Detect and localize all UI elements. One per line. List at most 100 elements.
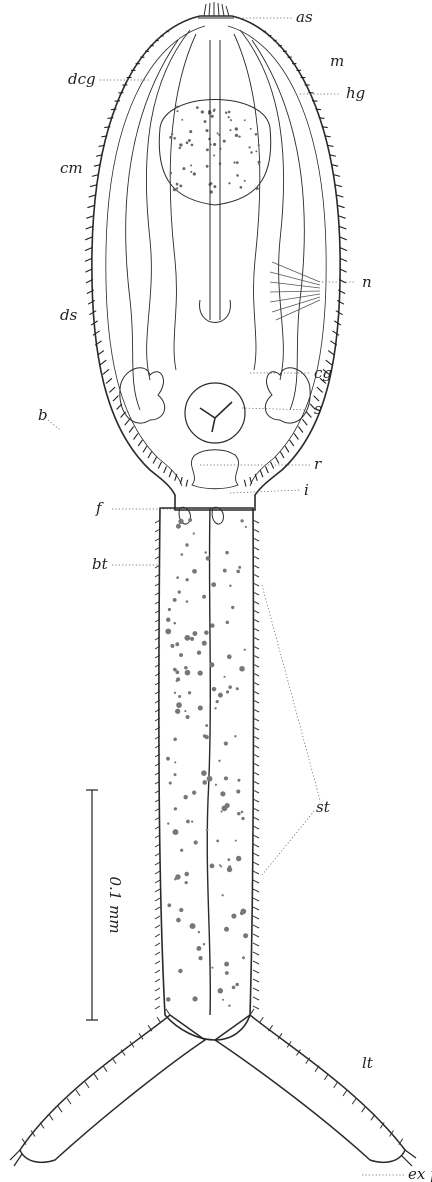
cell-nucleus <box>198 705 203 710</box>
cell-nucleus <box>198 956 202 960</box>
spine <box>155 916 160 919</box>
cell-nucleus <box>167 822 169 824</box>
cell-nucleus <box>204 551 206 553</box>
spine <box>88 300 95 304</box>
cell-nucleus <box>176 187 178 189</box>
spine <box>253 916 259 919</box>
spine <box>315 109 321 110</box>
cell-nucleus <box>205 129 208 132</box>
spine <box>155 970 160 973</box>
spine <box>155 880 160 883</box>
spine <box>186 480 188 487</box>
cell-nucleus <box>191 820 193 822</box>
cell-nucleus <box>211 582 216 587</box>
cell-nucleus <box>225 803 230 808</box>
cell-nucleus <box>185 881 188 884</box>
cell-nucleus <box>216 840 219 843</box>
spine <box>253 997 259 1000</box>
cell-nucleus <box>209 662 214 667</box>
spine <box>253 961 259 964</box>
spine <box>155 40 158 41</box>
spine <box>100 360 106 365</box>
cell-nucleus <box>198 670 203 675</box>
spine <box>337 195 344 197</box>
cell-nucleus <box>226 690 229 693</box>
spine <box>155 988 160 991</box>
cell-nucleus <box>232 986 236 990</box>
spine <box>280 452 284 458</box>
spine <box>155 997 160 1000</box>
cell-nucleus <box>190 164 192 166</box>
spine <box>306 412 311 418</box>
spine <box>371 1114 375 1120</box>
cell-nucleus <box>186 141 189 144</box>
cell-nucleus <box>244 180 246 182</box>
label-s: s <box>314 400 322 418</box>
spine <box>302 419 307 425</box>
cell-nucleus <box>183 795 187 799</box>
cell-nucleus <box>237 812 241 816</box>
spine <box>319 118 325 119</box>
spine <box>253 988 259 991</box>
cell-nucleus <box>176 576 179 579</box>
cell-nucleus <box>236 570 240 574</box>
spine <box>253 844 259 847</box>
spine <box>253 898 259 901</box>
cell-nucleus <box>189 130 192 133</box>
cell-nucleus <box>202 641 207 646</box>
cell-nucleus <box>181 119 183 121</box>
spine <box>340 258 347 261</box>
cell-nucleus <box>202 780 207 785</box>
label-bt: bt <box>92 555 109 573</box>
spine <box>86 216 93 218</box>
cell-nucleus <box>184 666 188 670</box>
label-m: m <box>330 52 344 70</box>
cell-nucleus <box>207 776 213 782</box>
label-n: n <box>362 273 372 291</box>
cell-nucleus <box>184 872 189 877</box>
leader-lines <box>48 18 405 1175</box>
spine <box>180 477 182 484</box>
spine <box>125 419 130 425</box>
cell-nucleus <box>227 654 232 659</box>
spine <box>263 31 266 32</box>
spine <box>343 1090 347 1096</box>
spine <box>113 396 119 401</box>
cell-nucleus <box>258 144 260 146</box>
cell-nucleus <box>174 878 177 881</box>
cell-nucleus <box>203 734 207 738</box>
spine <box>253 862 259 865</box>
spine <box>86 226 93 229</box>
spine <box>339 216 346 218</box>
cell-nucleus <box>234 735 236 737</box>
spine <box>155 934 160 937</box>
cell-nucleus <box>228 1004 230 1006</box>
cell-nucleus <box>230 119 232 121</box>
cell-nucleus <box>167 903 171 907</box>
cell-nucleus <box>192 569 197 574</box>
cell-nucleus <box>218 988 223 993</box>
toes <box>20 1009 405 1162</box>
spine <box>340 237 347 240</box>
cell-nucleus <box>235 127 238 130</box>
cell-nucleus <box>173 737 177 741</box>
cell-nucleus <box>178 969 182 973</box>
cell-nucleus <box>168 608 171 611</box>
spine <box>155 1006 160 1009</box>
cell-nucleus <box>258 163 260 165</box>
cell-nucleus <box>250 128 252 130</box>
spine <box>253 970 259 973</box>
cell-nucleus <box>220 791 225 796</box>
cell-nucleus <box>192 791 196 795</box>
cell-nucleus <box>225 971 229 975</box>
spine <box>253 853 259 856</box>
cell-nucleus <box>184 710 186 712</box>
cell-nucleus <box>231 913 236 918</box>
cell-nucleus <box>198 931 200 933</box>
cell-nucleus <box>173 188 176 191</box>
cell-nucleus <box>178 590 181 593</box>
spine <box>103 369 109 374</box>
cell-nucleus <box>250 151 252 153</box>
spine <box>134 433 138 439</box>
cell-nucleus <box>255 150 257 152</box>
